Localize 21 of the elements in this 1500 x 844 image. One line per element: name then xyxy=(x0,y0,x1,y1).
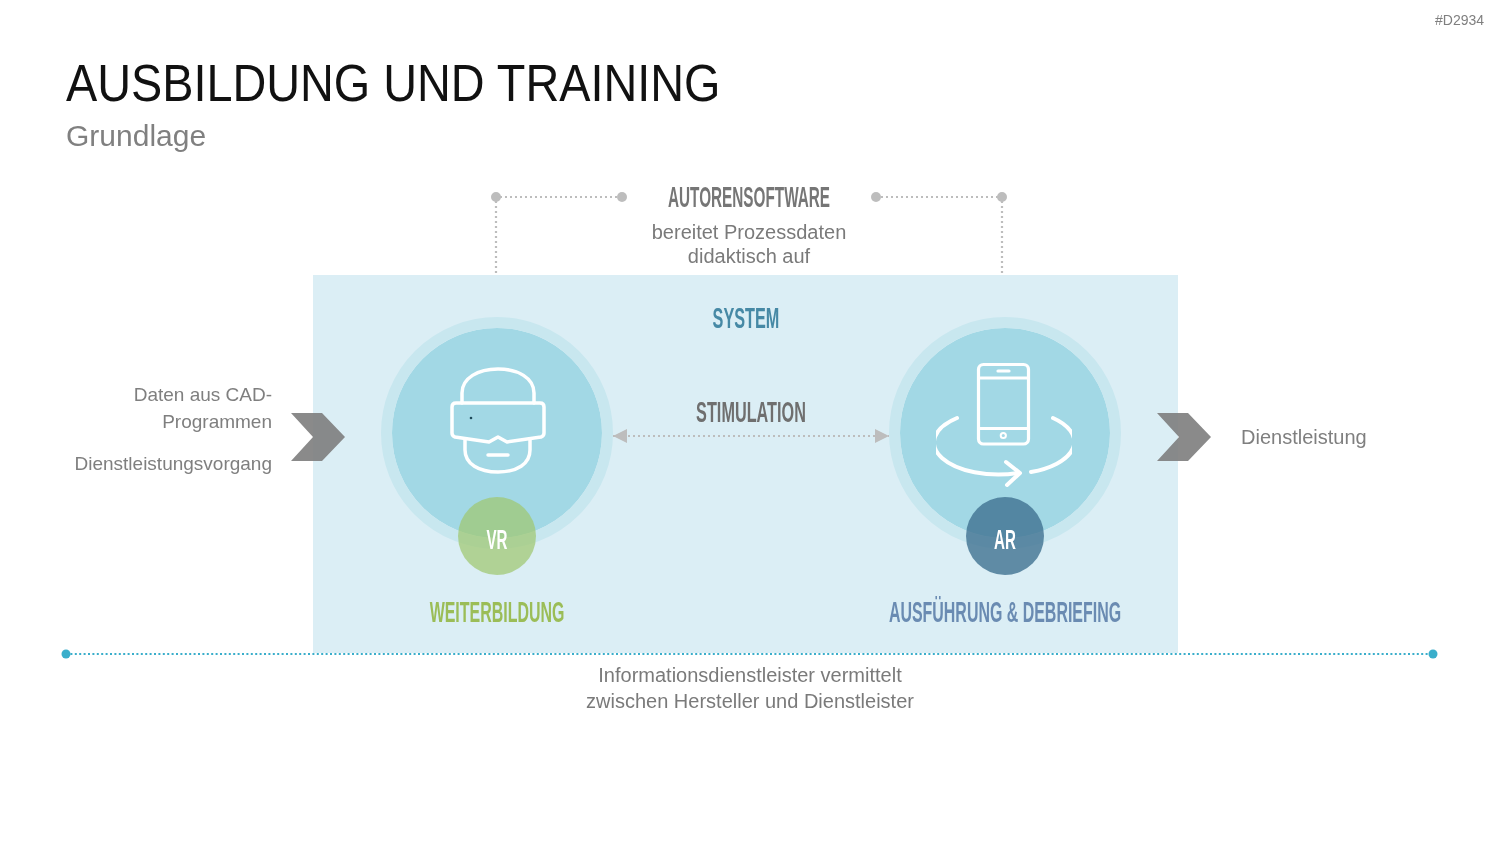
panel-heading: SYSTEM xyxy=(712,303,779,333)
dotted-connector xyxy=(871,192,1007,275)
section-heading: AUTORENSOFTWARE xyxy=(667,181,831,212)
edge-label: STIMULATION xyxy=(696,397,806,427)
input-label: Daten aus CAD-Programmen xyxy=(132,383,272,434)
dotted-connector xyxy=(491,192,627,275)
system-panel xyxy=(313,275,1178,653)
output-label: Dienstleistung xyxy=(1241,425,1367,450)
slide-title: AUSBILDUNG UND TRAINING xyxy=(66,57,721,109)
chevron-arrow xyxy=(291,413,345,461)
description-text: bereitet Prozessdaten didaktisch auf xyxy=(650,220,848,268)
circle-caption: WEITERBILDUNG xyxy=(429,597,565,627)
chevron-arrow xyxy=(1157,413,1211,461)
footnote-text: Informationsdienstleister vermittelt zwischen Hersteller und Dienstleister xyxy=(585,663,915,714)
slide-id: #D2934 xyxy=(1435,13,1485,27)
slide-subtitle: Grundlage xyxy=(66,120,207,151)
mode-label: VR xyxy=(486,525,508,554)
mode-label: AR xyxy=(994,525,1016,554)
circle-caption: AUSFÜHRUNG & DEBRIEFING xyxy=(888,597,1122,627)
input-label: Dienstleistungsvorgang xyxy=(74,452,272,476)
double-arrow xyxy=(613,429,889,443)
